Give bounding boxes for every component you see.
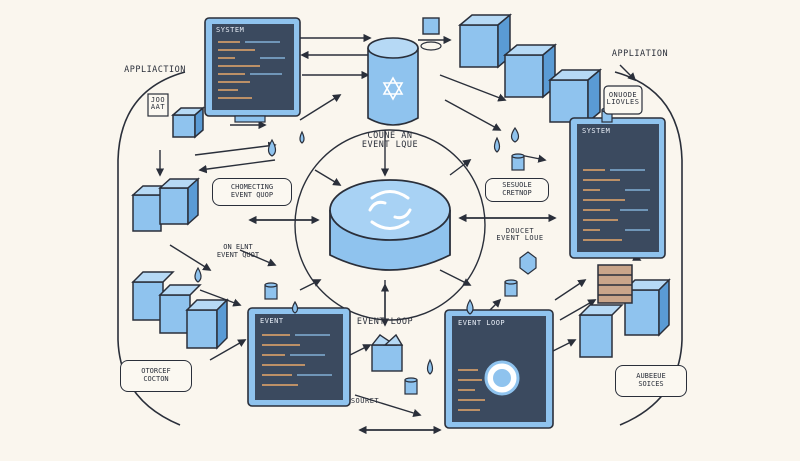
event-screen-title: EVENT <box>260 317 284 325</box>
right-bubble-2-label: DOUCET EVENT LOUE <box>496 227 544 243</box>
event-loop-label: EVENT LOOP <box>356 317 414 327</box>
system-monitor-right <box>569 117 666 259</box>
cube-cluster-left <box>131 106 205 232</box>
event-loop-hub <box>329 179 451 271</box>
event-loop-monitor <box>444 309 554 429</box>
event-loop-orbit <box>294 129 486 321</box>
application-right-label: APPLIATION <box>611 49 669 59</box>
bottom-left-box: OTORCEF COCTON <box>120 360 192 392</box>
right-cloud-frame <box>603 85 643 115</box>
left-tag-frame <box>147 93 169 117</box>
system-monitor-top <box>204 17 301 123</box>
cube-icon <box>420 17 442 51</box>
database-icon <box>367 37 419 126</box>
left-bubble-2: ON ELNT EVENT QUOT <box>216 243 260 259</box>
cube-cluster-top-right <box>457 13 603 124</box>
left-bubble-1: CHOMECTING EVENT QUOP <box>212 178 292 206</box>
center-title-label: COUNE AN EVENT LQUE <box>361 131 419 150</box>
star-of-david-icon <box>382 76 404 101</box>
right-cloud-label: ONUODE LIOVLES <box>606 91 640 107</box>
sync-arrows-icon <box>368 190 412 230</box>
mini-cube-icon <box>519 251 537 275</box>
application-left-label: APPLIACTION <box>124 65 186 75</box>
event-monitor <box>247 307 351 407</box>
source-box-icon <box>370 333 404 372</box>
left-tag-label: JOO AAT <box>150 96 166 112</box>
source-label: SOURET <box>350 397 380 405</box>
cube-cluster-bottom-right <box>578 264 671 358</box>
outer-frame <box>117 71 683 426</box>
cube-cluster-bottom-left <box>131 271 229 350</box>
drop-icon <box>194 126 520 375</box>
bottom-right-box: AUBEEUE SOICES <box>615 365 687 397</box>
system-right-title: SYSTEM <box>582 127 611 135</box>
event-loop-screen-title: EVENT LOOP <box>458 319 506 327</box>
right-bubble-1: SESUOLE CRETNOP <box>485 178 549 202</box>
system-top-title: SYSTEM <box>216 26 245 34</box>
